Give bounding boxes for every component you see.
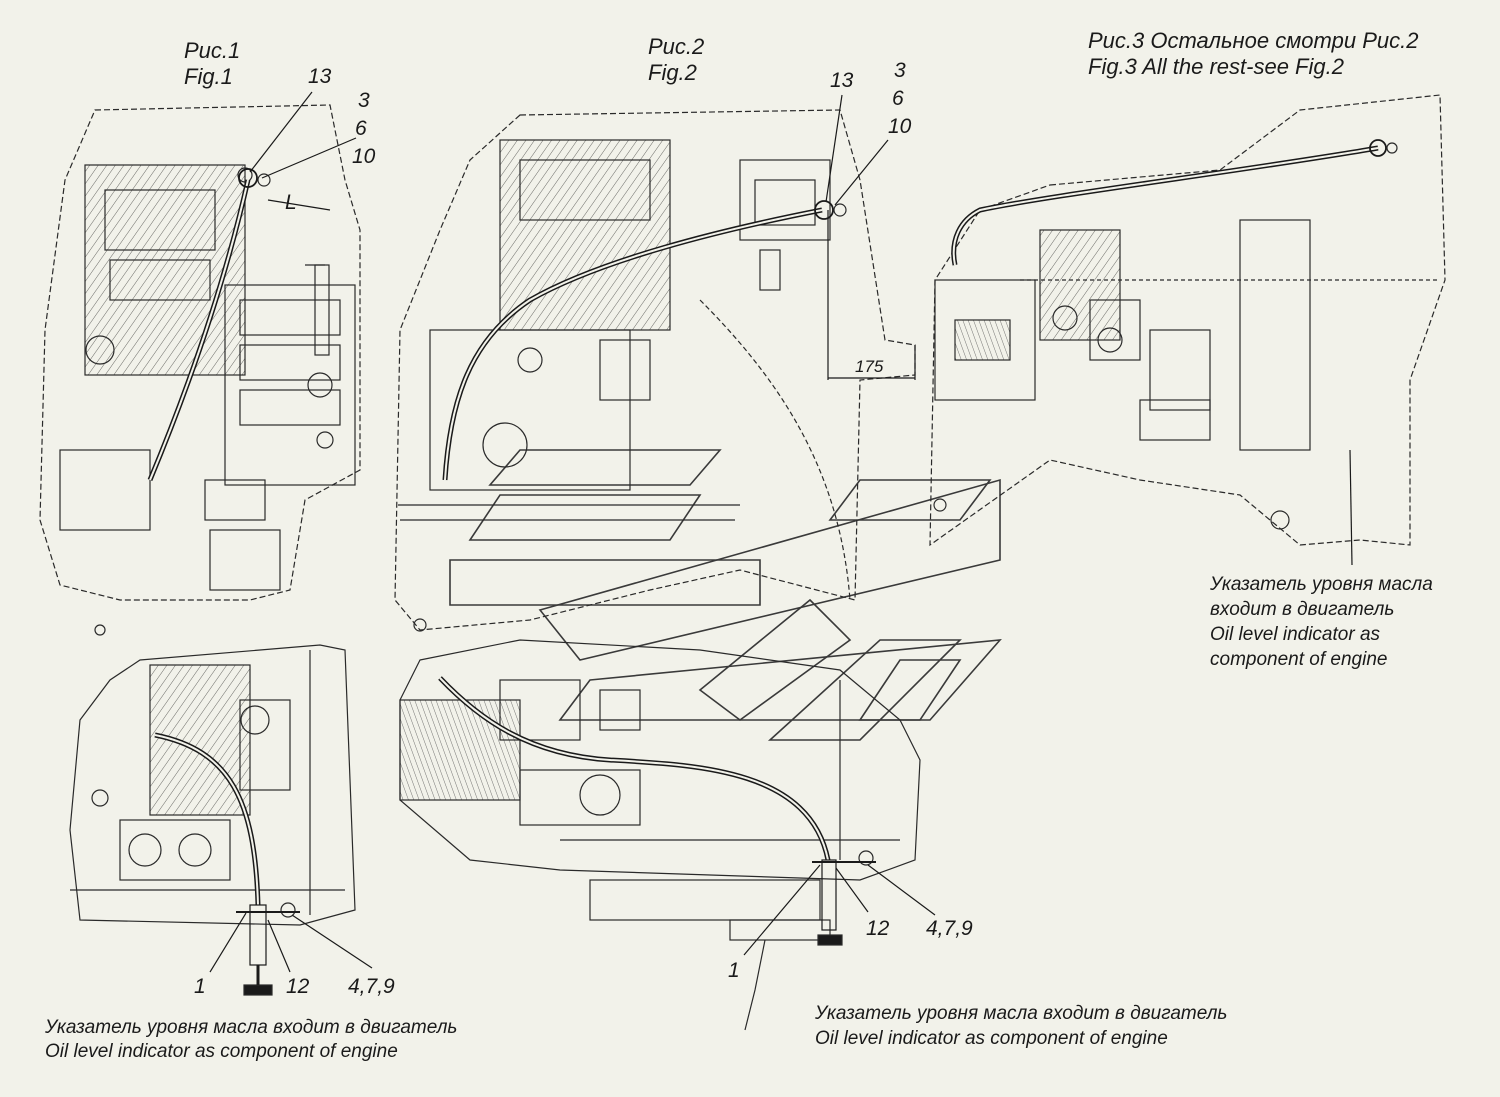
fig1-callout-13: 13 [308,65,332,88]
fig2-callout-3: 3 [894,59,906,82]
fig1-callout-3: 3 [358,89,370,112]
fig2-note-en: Oil level indicator as component of engi… [815,1028,1168,1049]
fig3-note-line4: component of engine [1210,649,1388,670]
fig1-engine-bottom [69,644,373,996]
fig1-callout-12: 12 [286,975,310,998]
fig1-dimension-L: L [285,191,297,214]
fig3-caption-en: Fig.3 All the rest-see Fig.2 [1088,54,1344,79]
fig1-caption-en: Fig.1 [184,64,233,89]
fig2-dimension-175: 175 [855,357,884,376]
fig2-caption-en: Fig.2 [648,60,697,85]
fig3-caption-ru: Рис.3 Остальное смотри Рис.2 [1088,28,1419,53]
fig2-callout-4-7-9: 4,7,9 [926,917,973,940]
fig3-note-line1: Указатель уровня масла [1210,574,1433,595]
fig3-note-line2: входит в двигатель [1210,599,1395,620]
fig2-callout-6: 6 [892,87,904,110]
fig1-callout-4-7-9: 4,7,9 [348,975,395,998]
fig2-callout-13: 13 [830,69,854,92]
fig1-callout-6: 6 [355,117,367,140]
fig3-note-line3: Oil level indicator as [1210,624,1381,645]
fig1-note-ru: Указатель уровня масла входит в двигател… [45,1017,458,1038]
fig1-callout-1: 1 [194,975,206,998]
fig1-note-en: Oil level indicator as component of engi… [45,1041,398,1062]
fig1-caption-ru: Рис.1 [184,38,241,63]
fig1-callout-10: 10 [352,145,376,168]
fig2-note-ru: Указатель уровня масла входит в двигател… [815,1003,1228,1024]
watermark-logo [449,449,1002,741]
fig3-engine [929,94,1446,566]
fig2-caption-ru: Рис.2 [648,34,705,59]
fig2-callout-10: 10 [888,115,912,138]
fig2-engine-bottom [399,639,936,1031]
fig2-callout-1: 1 [728,959,740,982]
fig1-engine-top [39,91,361,636]
fig2-engine-top [394,94,916,632]
fig2-callout-12: 12 [866,917,890,940]
